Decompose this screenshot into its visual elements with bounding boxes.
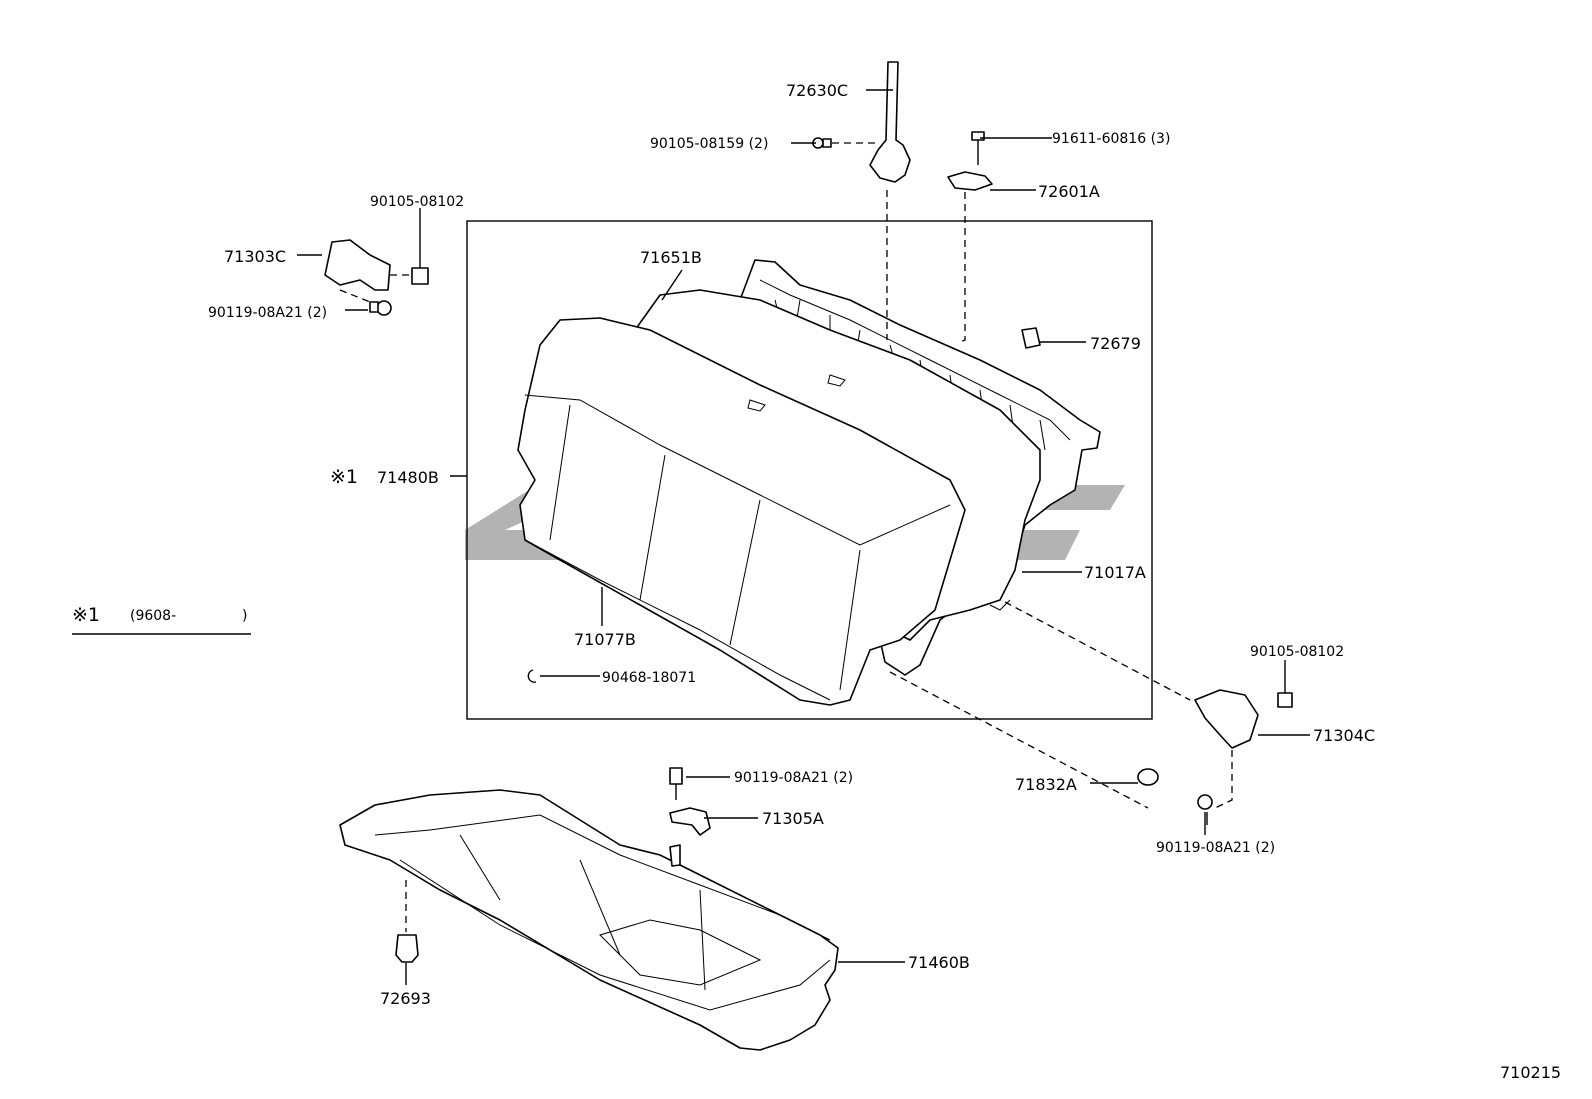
label-71077B: 71077B — [574, 630, 636, 649]
seat-cushion-71460B — [339, 789, 839, 1051]
legend-range: (9608- — [130, 608, 176, 624]
label-72630C: 72630C — [786, 81, 848, 100]
label-71305A: 71305A — [762, 809, 824, 828]
label-71651B: 71651B — [640, 248, 702, 267]
clip-90468-18071 — [527, 669, 537, 683]
label-note-mark: ※1 — [330, 466, 358, 488]
bracket-71304C — [1004, 601, 1259, 809]
bolt-90105-08102-left — [411, 208, 429, 285]
bolt-90119-08A21-mid — [669, 767, 683, 800]
label-90105-08102-left: 90105-08102 — [370, 194, 464, 210]
bolt-90119-08A21-right — [1197, 794, 1213, 825]
clip-72679 — [1021, 327, 1041, 349]
label-90105-08159: 90105-08159 (2) — [650, 136, 768, 152]
label-71832A: 71832A — [1015, 775, 1077, 794]
label-71480B: 71480B — [377, 468, 439, 487]
bolt-90105-08102-right — [1277, 660, 1293, 708]
bracket-72601A — [947, 171, 993, 343]
pad-71832A — [889, 671, 1159, 809]
label-71017A: 71017A — [1084, 563, 1146, 582]
label-71303C: 71303C — [224, 247, 286, 266]
bolt-91611-60816 — [971, 131, 985, 165]
bolt-90119-08A21-left — [369, 300, 392, 316]
label-71304C: 71304C — [1313, 726, 1375, 745]
label-diagram-id: 710215 — [1500, 1063, 1561, 1082]
label-90119-08A21-left: 90119-08A21 (2) — [208, 305, 327, 321]
clip-72693 — [395, 880, 419, 963]
label-91611-60816: 91611-60816 (3) — [1052, 131, 1170, 147]
label-72679: 72679 — [1090, 334, 1141, 353]
bracket-71303C — [324, 239, 412, 303]
bolt-90105-08159 — [812, 137, 880, 149]
assembly-frame — [466, 220, 1153, 720]
label-90119-08A21-right: 90119-08A21 (2) — [1156, 840, 1275, 856]
seat-back-cover-71077B — [517, 317, 966, 706]
label-90468-18071: 90468-18071 — [602, 670, 696, 686]
label-72601A: 72601A — [1038, 182, 1100, 201]
label-72693: 72693 — [380, 989, 431, 1008]
label-90119-08A21-mid: 90119-08A21 (2) — [734, 770, 853, 786]
label-90105-08102-right: 90105-08102 — [1250, 644, 1344, 660]
bracket-71305A — [669, 807, 711, 867]
label-71460B: 71460B — [908, 953, 970, 972]
legend-close: ) — [242, 608, 247, 624]
strap-72630C — [869, 61, 911, 340]
legend-note: ※1 (9608- ) — [72, 604, 251, 635]
legend-mark: ※1 — [72, 604, 100, 626]
leader-lines — [297, 89, 1310, 985]
